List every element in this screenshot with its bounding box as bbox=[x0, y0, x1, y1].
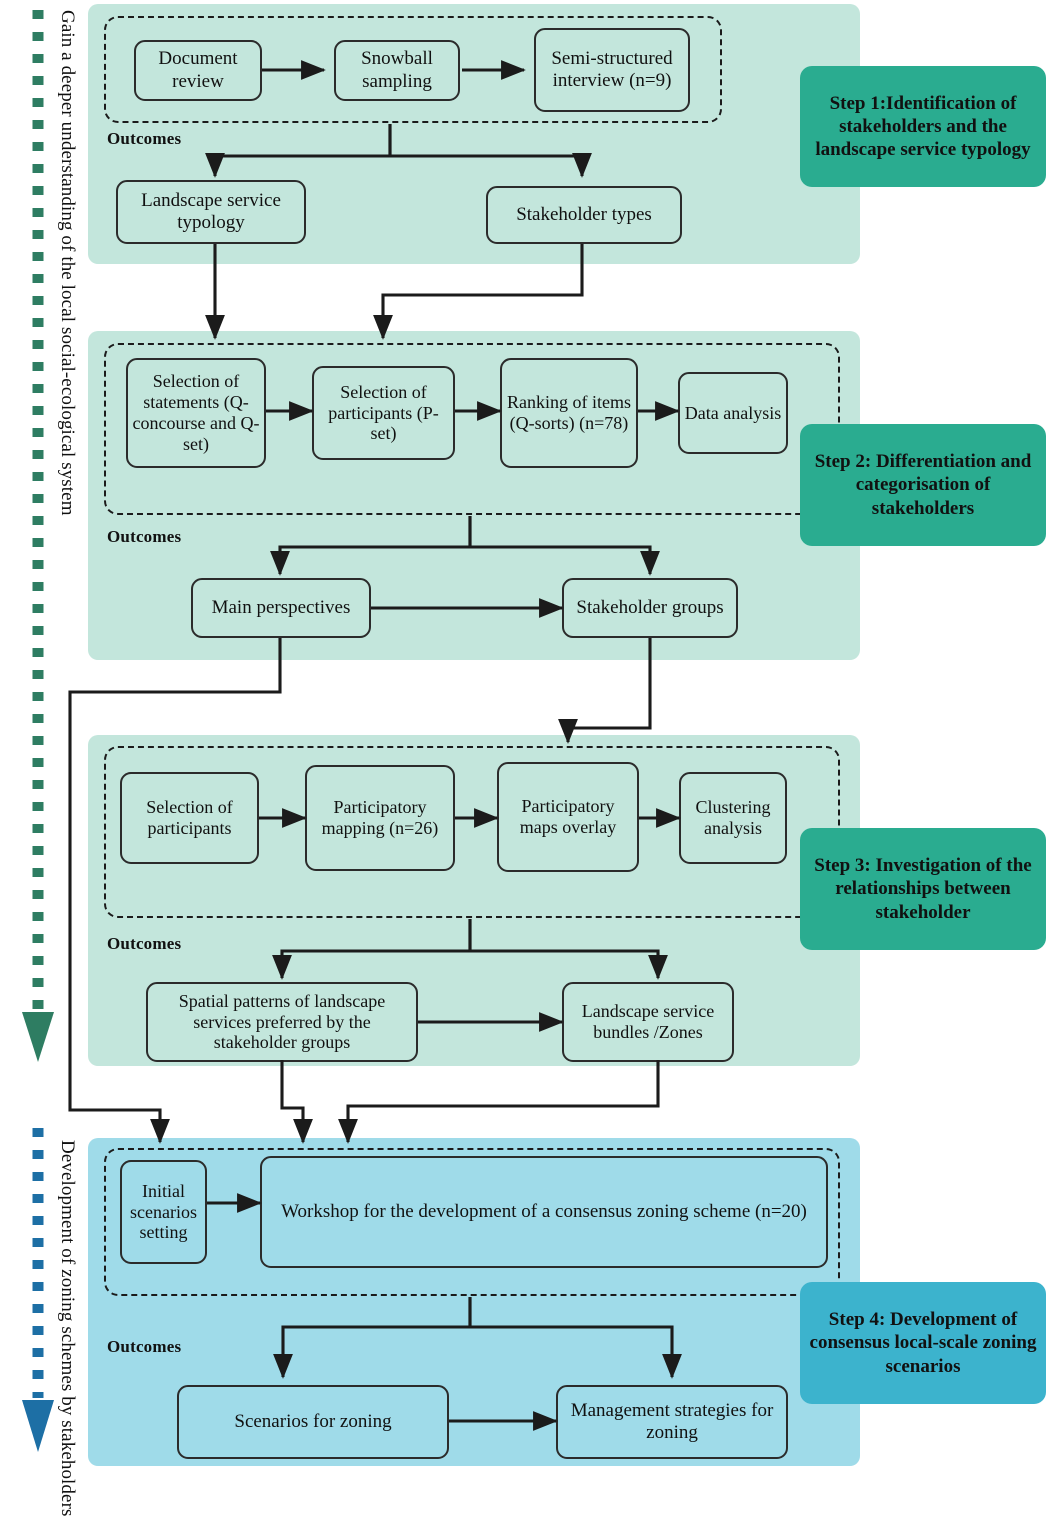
rail-blue-arrow bbox=[22, 1128, 54, 1452]
node-selection-of-participants-map[interactable]: Selection of participants bbox=[120, 772, 259, 864]
node-scenarios-for-zoning[interactable]: Scenarios for zoning bbox=[177, 1385, 449, 1459]
step-badge-label: Step 1:Identification of stakeholders an… bbox=[815, 92, 1031, 161]
dashed-group-step4 bbox=[104, 1148, 840, 1296]
node-landscape-service-bundles[interactable]: Landscape service bundles /Zones bbox=[562, 982, 734, 1062]
outcomes-caption-step4: Outcomes bbox=[107, 1337, 182, 1356]
node-management-strategies[interactable]: Management strategies for zoning bbox=[556, 1385, 788, 1459]
node-selection-of-participants-q[interactable]: Selection of participants (P-set) bbox=[312, 366, 455, 460]
node-label: Main perspectives bbox=[211, 596, 351, 618]
dashed-group-step1 bbox=[104, 16, 722, 123]
outcomes-caption-step2: Outcomes bbox=[107, 527, 182, 546]
step-badge-label: Step 2: Differentiation and categorisati… bbox=[814, 451, 1032, 519]
step-badge-3: Step 3: Investigation of the relationshi… bbox=[800, 828, 1046, 950]
node-snowball-sampling[interactable]: Snowball sampling bbox=[334, 40, 460, 101]
rail-green-arrow bbox=[22, 10, 54, 1062]
node-initial-scenarios-setting[interactable]: Initial scenarios setting bbox=[120, 1160, 207, 1264]
node-label: Data analysis bbox=[684, 402, 782, 423]
node-label: Management strategies for zoning bbox=[570, 1399, 774, 1443]
step-badge-4: Step 4: Development of consensus local-s… bbox=[800, 1282, 1046, 1404]
node-stakeholder-types[interactable]: Stakeholder types bbox=[486, 186, 682, 244]
node-label: Selection of statements (Q-concourse and… bbox=[132, 371, 260, 454]
rail-label-green: Gain a deeper understanding of the local… bbox=[57, 10, 78, 516]
node-label: Spatial patterns of landscape services p… bbox=[178, 990, 386, 1053]
step-badge-2: Step 2: Differentiation and categorisati… bbox=[800, 424, 1046, 546]
node-label: Participatory mapping (n=26) bbox=[321, 797, 439, 838]
step-badge-label: Step 3: Investigation of the relationshi… bbox=[814, 855, 1032, 923]
node-label: Initial scenarios setting bbox=[130, 1180, 197, 1243]
node-label: Landscape service typology bbox=[141, 189, 281, 233]
node-label: Participatory maps overlay bbox=[519, 796, 617, 837]
node-stakeholder-groups[interactable]: Stakeholder groups bbox=[562, 578, 738, 638]
step-badge-1: Step 1:Identification of stakeholders an… bbox=[800, 66, 1046, 187]
node-label: Snowball sampling bbox=[361, 48, 433, 92]
node-label: Landscape service bundles /Zones bbox=[581, 1001, 715, 1042]
node-clustering-analysis[interactable]: Clustering analysis bbox=[679, 772, 787, 864]
node-participatory-mapping[interactable]: Participatory mapping (n=26) bbox=[305, 765, 455, 871]
node-label: Workshop for the development of a consen… bbox=[281, 1200, 807, 1222]
node-label: Semi-structured interview (n=9) bbox=[551, 47, 673, 91]
node-label: Document review bbox=[158, 48, 238, 92]
node-spatial-patterns[interactable]: Spatial patterns of landscape services p… bbox=[146, 982, 418, 1062]
node-ranking-of-items[interactable]: Ranking of items (Q-sorts) (n=78) bbox=[500, 358, 638, 468]
node-semi-structured-interview[interactable]: Semi-structured interview (n=9) bbox=[534, 28, 690, 112]
node-label: Selection of participants bbox=[146, 797, 233, 838]
step-badge-label: Step 4: Development of consensus local-s… bbox=[809, 1309, 1037, 1377]
node-label: Stakeholder groups bbox=[576, 596, 724, 618]
outcomes-caption-step3: Outcomes bbox=[107, 934, 182, 953]
node-label: Clustering analysis bbox=[695, 797, 771, 838]
flowchart-canvas: Gain a deeper understanding of the local… bbox=[22, 4, 1046, 1516]
node-main-perspectives[interactable]: Main perspectives bbox=[191, 578, 371, 638]
node-label: Scenarios for zoning bbox=[234, 1410, 392, 1432]
node-label: Selection of participants (P-set) bbox=[328, 381, 439, 444]
node-participatory-maps-overlay[interactable]: Participatory maps overlay bbox=[497, 762, 639, 872]
node-landscape-service-typology[interactable]: Landscape service typology bbox=[116, 180, 306, 244]
rail-label-blue: Development of zoning schemes by stakeho… bbox=[57, 1140, 78, 1516]
node-data-analysis[interactable]: Data analysis bbox=[678, 372, 788, 454]
node-document-review[interactable]: Document review bbox=[134, 40, 262, 101]
node-label: Ranking of items (Q-sorts) (n=78) bbox=[507, 392, 631, 433]
stage-panel-step2 bbox=[88, 331, 860, 660]
node-selection-of-statements[interactable]: Selection of statements (Q-concourse and… bbox=[126, 358, 266, 468]
node-label: Stakeholder types bbox=[516, 203, 652, 225]
node-consensus-workshop[interactable]: Workshop for the development of a consen… bbox=[260, 1156, 828, 1268]
outcomes-caption-step1: Outcomes bbox=[107, 129, 182, 148]
